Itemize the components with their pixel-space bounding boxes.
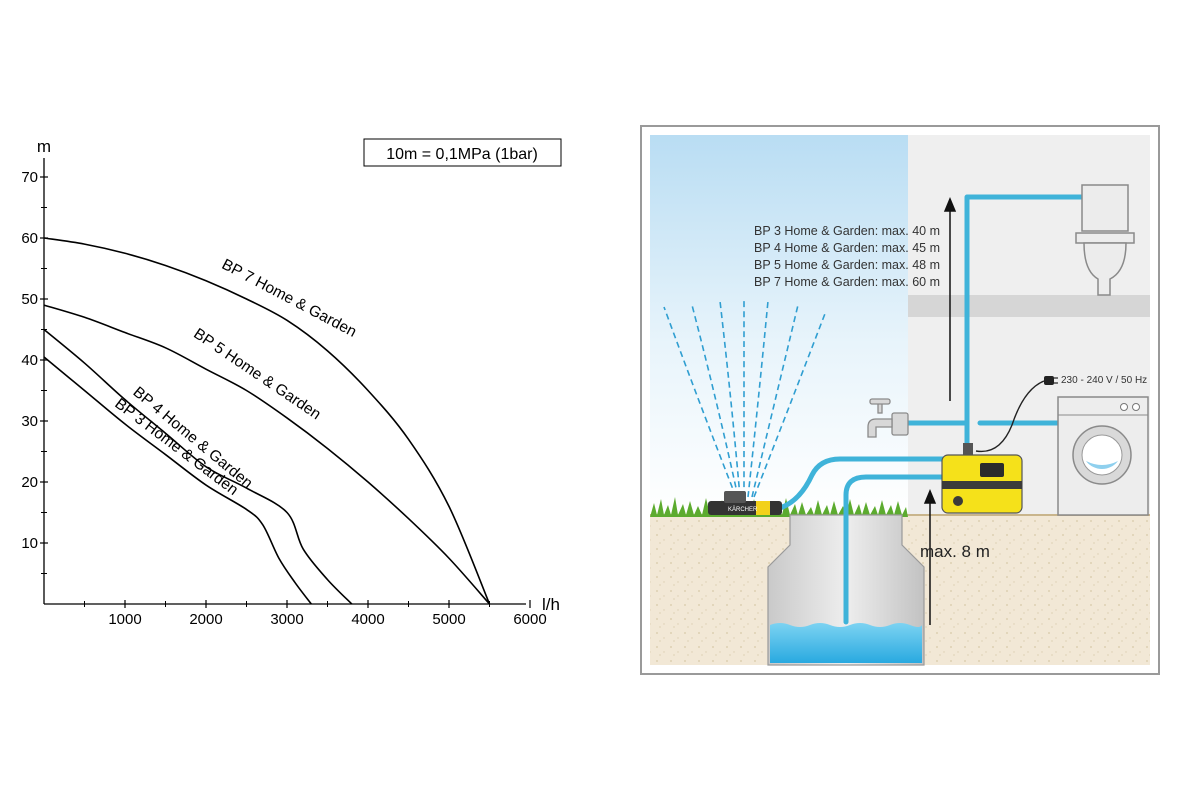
- y-tick-label: 40: [21, 352, 38, 369]
- x-tick-label: 6000: [513, 611, 546, 628]
- sprinkler-icon: KÄRCHER: [708, 491, 782, 515]
- toilet-icon: [1075, 184, 1135, 296]
- x-ticks: 1000 2000 3000 4000 5000 6000: [84, 600, 547, 628]
- well-water: [770, 623, 922, 663]
- y-tick-label: 20: [21, 474, 38, 491]
- curve-bp-4-home-garden: [43, 328, 353, 605]
- series-label: BP 3 Home & Garden: [111, 395, 241, 499]
- suction-label: max. 8 m: [920, 542, 990, 561]
- series-label: BP 5 Home & Garden: [190, 325, 323, 423]
- sprinkler-spray: [663, 297, 827, 498]
- max-height-label: BP 5 Home & Garden: max. 48 m: [754, 258, 940, 272]
- pump-curve-chart: m l/h 10 20 30 40 50 60 70 1000 2000 3000 4000 500…: [21, 137, 562, 628]
- x-tick-label: 3000: [270, 611, 303, 628]
- pump-icon: [941, 443, 1023, 514]
- house-floor-slab: [908, 295, 1150, 317]
- height-arrow: [943, 197, 957, 401]
- y-tick-label: 30: [21, 413, 38, 430]
- pump-curves: [43, 237, 491, 605]
- max-height-label: BP 4 Home & Garden: max. 45 m: [754, 241, 940, 255]
- unit-note-box: 10m = 0,1MPa (1bar): [363, 138, 562, 167]
- y-tick-label: 10: [21, 535, 38, 552]
- sky: [650, 135, 908, 515]
- y-tick-label: 60: [21, 230, 38, 247]
- garden-tap-icon: [867, 398, 909, 438]
- x-tick-label: 1000: [108, 611, 141, 628]
- max-height-labels: BP 3 Home & Garden: max. 40 m BP 4 Home &…: [754, 224, 940, 289]
- plug-icon: [1044, 376, 1058, 385]
- svg-text:KÄRCHER: KÄRCHER: [728, 506, 758, 513]
- series-label: BP 7 Home & Garden: [219, 256, 359, 341]
- power-label: 230 - 240 V / 50 Hz: [1061, 375, 1147, 386]
- y-tick-label: 70: [21, 169, 38, 186]
- x-tick-label: 4000: [351, 611, 384, 628]
- curve-bp-3-home-garden: [43, 356, 312, 605]
- max-height-label: BP 7 Home & Garden: max. 60 m: [754, 275, 940, 289]
- power-cable: [975, 380, 1045, 453]
- x-tick-label: 5000: [432, 611, 465, 628]
- installation-diagram: KÄRCHER 230 - 240 V / 50 Hz: [640, 125, 1160, 675]
- curve-bp-5-home-garden: [43, 304, 491, 605]
- y-axis-label: m: [37, 137, 51, 156]
- unit-note: 10m = 0,1MPa (1bar): [386, 146, 538, 163]
- x-tick-label: 2000: [189, 611, 222, 628]
- water-pipes: [777, 194, 1086, 625]
- suction-arrow: [923, 489, 937, 625]
- max-height-label: BP 3 Home & Garden: max. 40 m: [754, 224, 940, 238]
- chart-axes: [43, 158, 526, 605]
- washing-machine-icon: [1057, 396, 1149, 516]
- x-axis-label: l/h: [542, 595, 560, 614]
- curve-bp-7-home-garden: [43, 237, 491, 605]
- y-tick-label: 50: [21, 291, 38, 308]
